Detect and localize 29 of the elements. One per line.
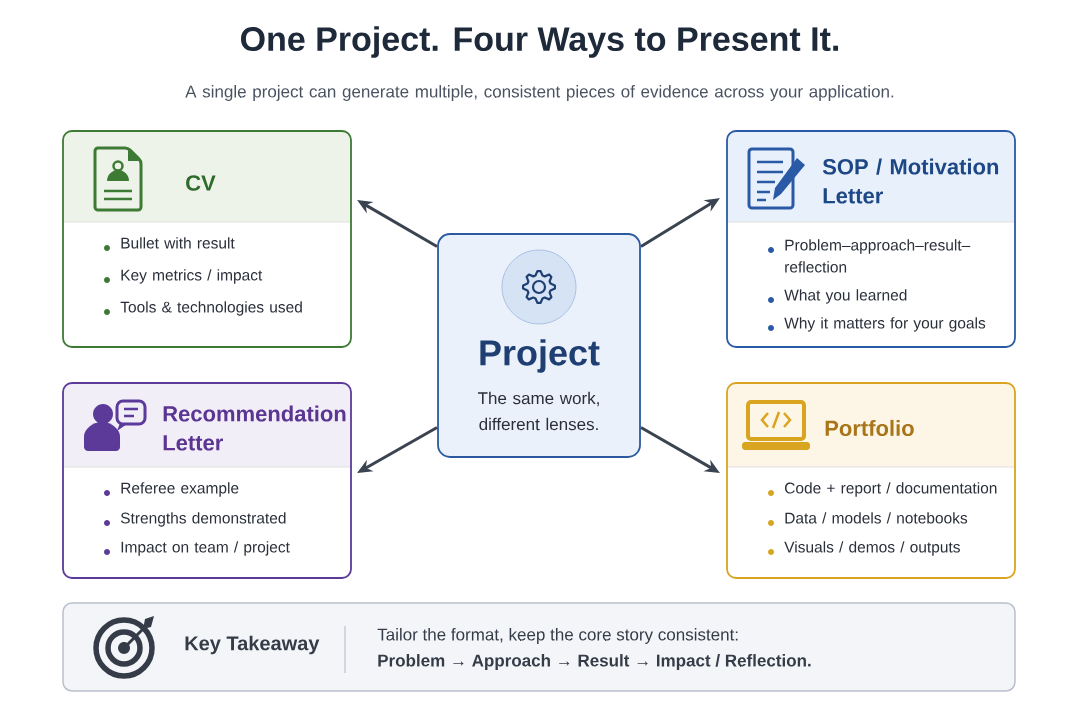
bullet-item: Why it matters for your goals: [768, 317, 986, 332]
card-heading: Key Takeaway: [185, 635, 320, 655]
project-card: [437, 233, 641, 458]
bullet-item: Problem–approach–result–reflection: [768, 239, 971, 273]
card-heading: Project: [480, 339, 600, 373]
card-heading: CV: [186, 175, 216, 191]
title: One Project. Four Ways to Present It.: [241, 26, 839, 58]
bullet-item: What you learned: [768, 289, 907, 304]
card: [726, 130, 1016, 348]
bullet-item: Referee example: [104, 482, 239, 497]
card-text: Problem → Approach → Result → Impact / Reflection.: [378, 654, 811, 670]
card-heading: Recommendation Letter: [163, 405, 346, 451]
card-heading: Portfolio: [825, 419, 914, 437]
bullet-item: Data / models / notebooks: [768, 512, 968, 526]
bullet-item: Bullet with result: [104, 237, 235, 251]
takeaway-card: [62, 602, 1016, 692]
card-text: The same work, different lenses.: [477, 391, 599, 431]
card: [726, 382, 1016, 579]
bullet-item: Tools & technologies used: [104, 301, 302, 316]
card: [62, 382, 352, 579]
bullet-item: Code + report / documentation: [768, 482, 997, 497]
card-text: Tailor the format, keep the core story consistent:: [377, 628, 738, 644]
card-heading: SOP / Motivation Letter: [822, 158, 999, 204]
bullet-item: Impact on team / project: [104, 541, 290, 556]
bullet-item: Visuals / demos / outputs: [768, 541, 960, 556]
subtitle: A single project can generate multiple, consistent pieces of evidence across your application.: [185, 85, 894, 101]
bullet-item: Strengths demonstrated: [104, 512, 286, 527]
bullet-item: Key metrics / impact: [104, 269, 263, 284]
card: [62, 130, 352, 348]
